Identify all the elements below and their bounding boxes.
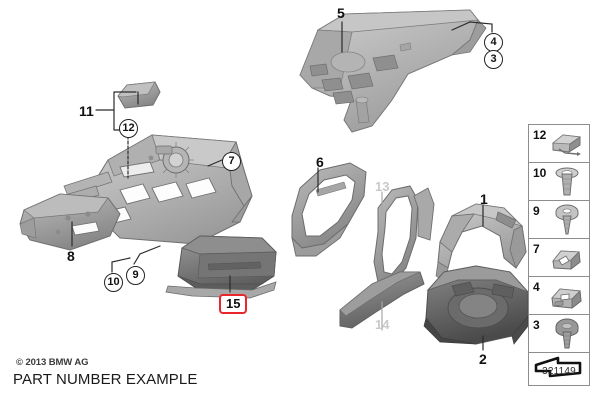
callout-label-15[interactable]: 15 xyxy=(219,294,248,314)
callout-label-12[interactable]: 12 xyxy=(119,119,138,138)
legend-number: 4 xyxy=(533,280,540,294)
push-rivet-icon xyxy=(555,318,579,349)
hardware-legend-panel: 12 10 9 xyxy=(528,124,590,386)
legend-item-10[interactable]: 10 xyxy=(529,163,589,201)
callout-label-13[interactable]: 13 xyxy=(375,179,390,194)
legend-number: 7 xyxy=(533,242,540,256)
part-5-dashboard-upper-trim-panel xyxy=(299,9,487,133)
callout-label-2[interactable]: 2 xyxy=(479,351,487,367)
callout-label-9[interactable]: 9 xyxy=(126,266,145,285)
callout-label-14[interactable]: 14 xyxy=(375,317,390,332)
legend-item-4[interactable]: 4 xyxy=(529,277,589,315)
legend-item-12[interactable]: 12 xyxy=(529,125,589,163)
part-2-steering-column-lower-shroud xyxy=(423,265,529,345)
legend-item-arrow[interactable] xyxy=(529,353,589,385)
legend-item-3[interactable]: 3 xyxy=(529,315,589,353)
callout-label-11[interactable]: 11 xyxy=(79,103,94,119)
direction-arrow-icon xyxy=(534,356,582,378)
screw-flat-head-icon xyxy=(555,167,579,196)
nut-clip-icon xyxy=(551,288,582,309)
callout-label-7[interactable]: 7 xyxy=(222,152,241,171)
part-15-glove-compartment-housing xyxy=(165,235,278,299)
part-11-small-cover-cap xyxy=(117,81,161,109)
legend-number: 10 xyxy=(533,166,547,180)
callout-label-10[interactable]: 10 xyxy=(104,273,123,292)
diagram-id-label: 321149 xyxy=(542,366,576,377)
leader-line-7 xyxy=(207,159,223,167)
callout-label-8[interactable]: 8 xyxy=(67,248,75,264)
callout-label-5[interactable]: 5 xyxy=(337,5,345,21)
part-7-main-instrument-support-panel xyxy=(47,134,253,245)
leader-line-10 xyxy=(111,257,131,273)
part-8-lower-trim-bracket xyxy=(19,193,121,251)
callout-label-6[interactable]: 6 xyxy=(316,154,324,170)
copyright-notice: © 2013 BMW AG xyxy=(16,357,89,368)
callout-label-3[interactable]: 3 xyxy=(484,50,503,69)
screw-round-head-icon xyxy=(555,204,579,235)
legend-number: 3 xyxy=(533,318,540,332)
legend-item-9[interactable]: 9 xyxy=(529,201,589,239)
leader-line-9 xyxy=(133,245,161,265)
callout-label-1[interactable]: 1 xyxy=(480,191,488,207)
legend-number: 9 xyxy=(533,204,540,218)
legend-number: 12 xyxy=(533,128,547,142)
part-14-lower-side-trim-strip xyxy=(339,271,425,329)
metal-clip-icon xyxy=(552,250,581,270)
leader-line-4 xyxy=(451,21,493,33)
clip-bracket-icon xyxy=(551,134,582,156)
part-6-center-console-frame-trim xyxy=(291,162,367,257)
page-title: PART NUMBER EXAMPLE xyxy=(13,371,198,388)
legend-item-7[interactable]: 7 xyxy=(529,239,589,277)
callout-label-4[interactable]: 4 xyxy=(484,33,503,52)
part-1-steering-column-upper-shroud xyxy=(435,203,527,283)
